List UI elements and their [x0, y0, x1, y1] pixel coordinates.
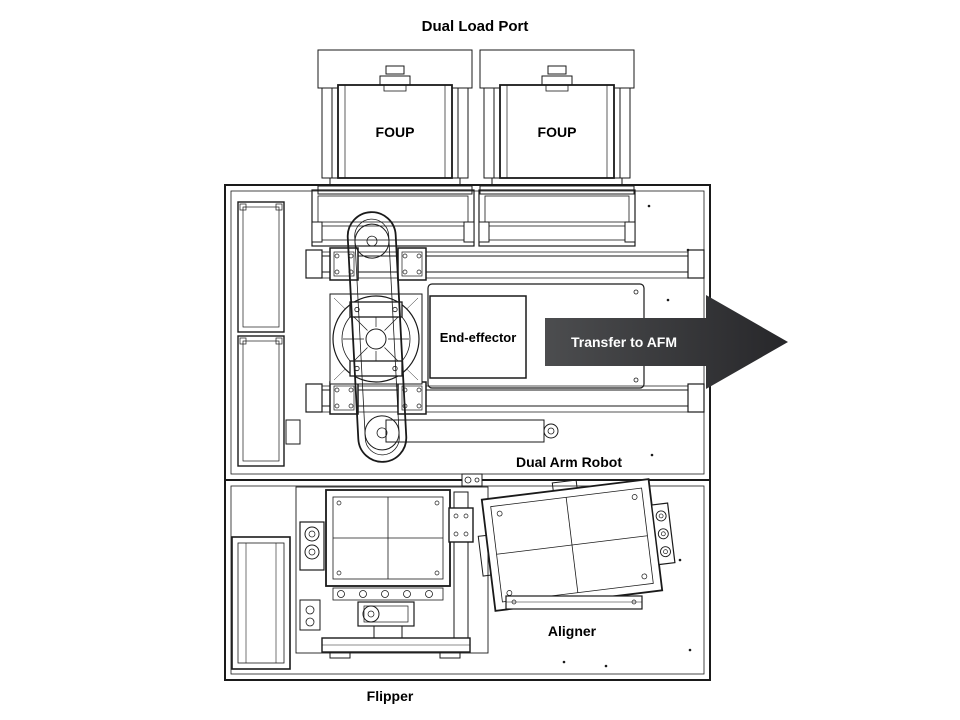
diagram-title: Dual Load Port — [422, 18, 529, 35]
flipper-side-unit — [299, 599, 321, 631]
flipper-assembly — [295, 486, 489, 659]
foup-top-plate — [479, 49, 635, 89]
flipper-base — [321, 637, 471, 659]
top-sensor — [461, 473, 483, 487]
arm-end-bottom — [364, 415, 400, 451]
joint-clamp-top — [349, 301, 403, 318]
rail-carriage — [397, 247, 427, 281]
rail-carriage — [329, 247, 359, 281]
foup-unit-right: FOUP — [479, 49, 635, 195]
flipper-motor-left — [299, 521, 325, 571]
rail-carriage — [329, 381, 359, 415]
load-port-shelf-left — [311, 189, 475, 247]
flipper-frame — [325, 489, 451, 587]
joint-clamp-bottom — [349, 360, 403, 377]
aligner-tab-left — [477, 534, 492, 577]
dual-arm-robot-label: Dual Arm Robot — [516, 454, 622, 470]
load-port-shelf-right — [478, 189, 636, 247]
foup-unit-left: FOUP — [317, 49, 473, 195]
end-effector-label: End-effector — [440, 330, 517, 345]
foup-label-right: FOUP — [538, 124, 577, 140]
flipper-label: Flipper — [367, 688, 414, 704]
aligner-motor — [651, 502, 676, 566]
robot-arm — [346, 211, 408, 463]
left-panel-upper — [237, 201, 301, 467]
linear-rail-top — [305, 247, 705, 281]
transfer-arrow: Transfer to AFM — [545, 295, 788, 389]
cable-chain — [385, 419, 559, 443]
aligner-base — [505, 595, 643, 610]
foup-side-rail-left — [321, 87, 333, 179]
aligner-tab-top — [551, 479, 578, 492]
arm-end-top — [354, 223, 390, 259]
rail-carriage — [397, 381, 427, 415]
foup-label-left: FOUP — [376, 124, 415, 140]
detail-dots — [562, 204, 692, 668]
foup-top-plate — [317, 49, 473, 89]
foup-box — [499, 84, 615, 179]
transfer-arrow-label: Transfer to AFM — [571, 334, 677, 350]
flipper-rail-right — [448, 491, 474, 645]
end-effector-box: End-effector — [429, 295, 527, 379]
foup-side-rail-right — [619, 87, 631, 179]
left-cabinet-lower — [231, 536, 291, 670]
foup-side-rail-right — [457, 87, 469, 179]
transfer-arrow-shape — [545, 295, 788, 389]
foup-box — [337, 84, 453, 179]
aligner-assembly — [477, 478, 676, 612]
flipper-bearing-row — [332, 587, 444, 601]
aligner-label: Aligner — [548, 623, 597, 639]
flipper-pedestal — [357, 601, 415, 639]
foup-side-rail-left — [483, 87, 495, 179]
robot-joint — [329, 293, 423, 385]
linear-rail-bottom — [305, 381, 705, 415]
